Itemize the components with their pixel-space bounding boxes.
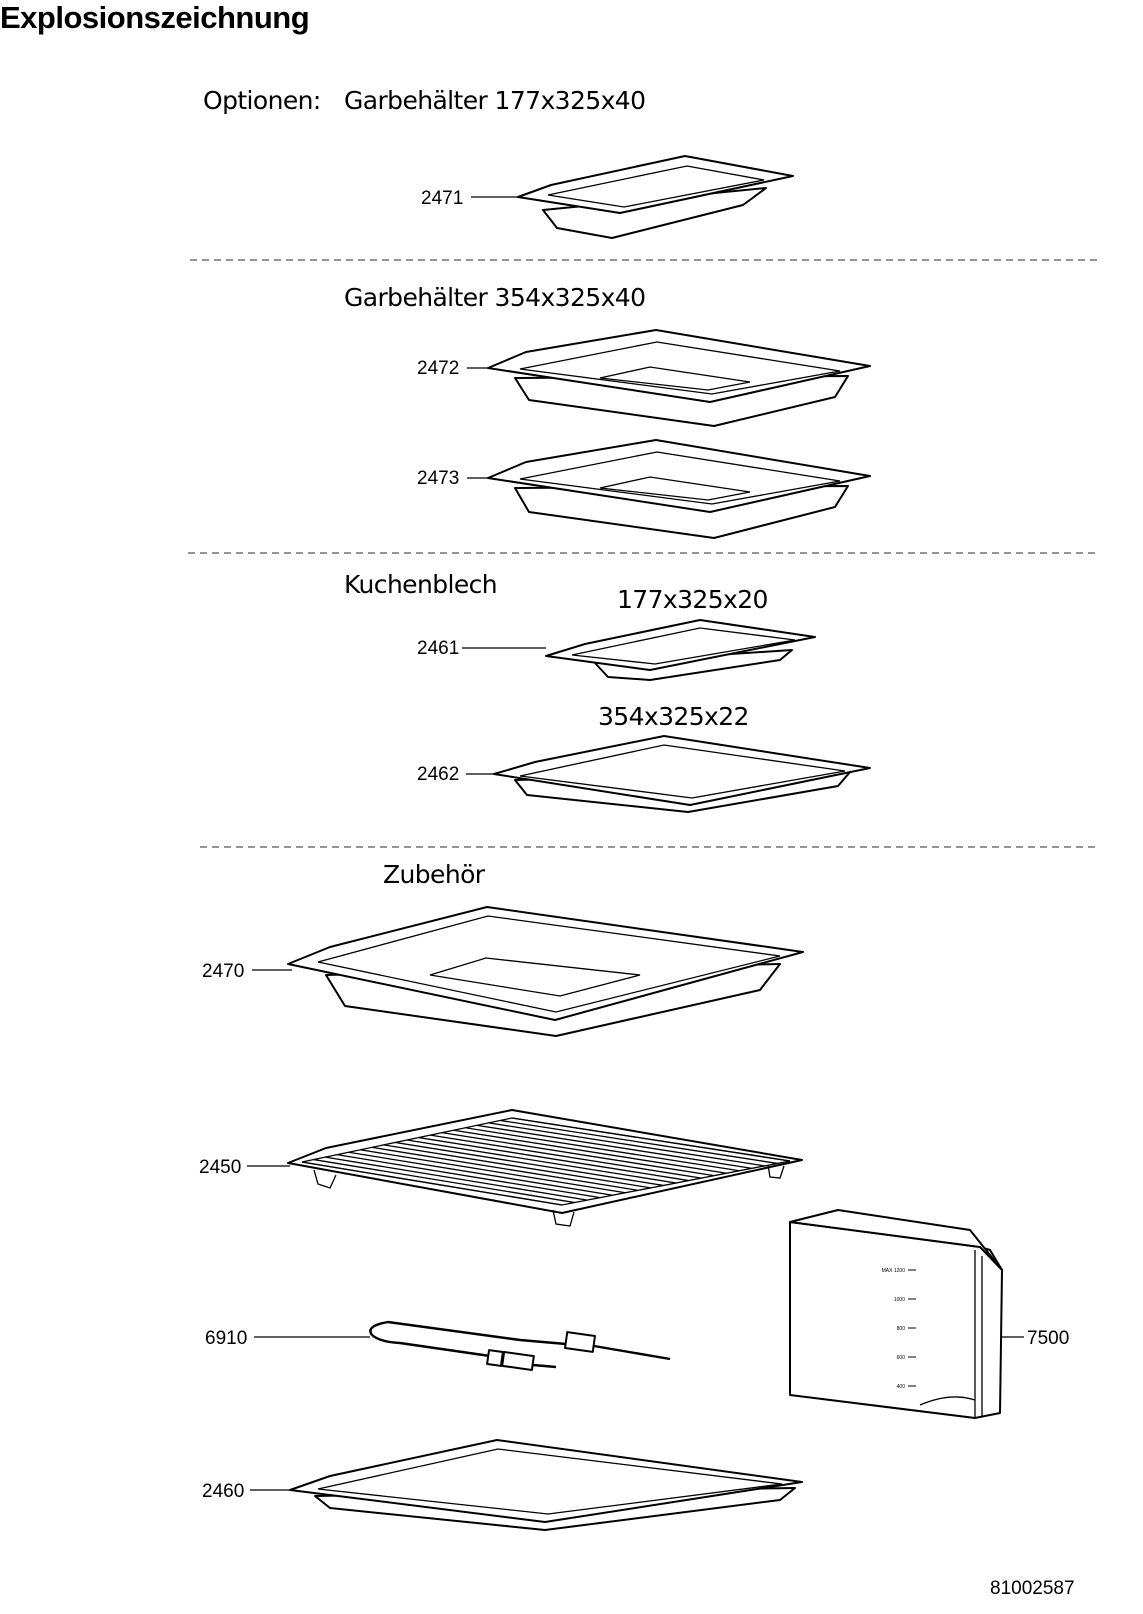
kuchenblech-size-large: 354x325x22 [598,702,749,731]
grid-rib [511,1117,791,1162]
grid-rib [313,1158,575,1204]
tank-scale-label: 600 [897,1355,906,1361]
part-label-2472: 2472 [417,358,460,379]
garbehaelter-354-heading: Garbehälter 354x325x40 [344,283,646,312]
drawing-number: 81002587 [990,1578,1075,1599]
pan-2470 [252,906,804,1037]
water-tank-7500: MAX 1200 1000 800 600 400 [789,1209,1024,1419]
grid-rib [476,1124,753,1169]
part-label-6910: 6910 [205,1328,248,1349]
grid-rib [336,1154,601,1199]
grid-rib [371,1146,639,1191]
garbehaelter-177-heading: Garbehälter 177x325x40 [344,86,646,115]
tank-scale-label: MAX 1200 [882,1268,906,1274]
grid-rib [406,1139,677,1184]
kuchenblech-heading: Kuchenblech [344,570,498,599]
pan-2473 [467,439,871,539]
kuchenblech-size-small: 177x325x20 [617,585,768,614]
grid-rib [360,1149,626,1194]
grid-rib [465,1127,740,1172]
grid-rib [453,1129,727,1174]
optionen-label: Optionen: [203,86,321,115]
zubehoer-heading: Zubehör [383,860,485,889]
tray-2460 [250,1439,803,1531]
grid-rib [488,1122,765,1167]
tank-scale-label: 800 [897,1326,906,1332]
tray-2462 [466,735,871,813]
part-label-2460: 2460 [202,1481,245,1502]
grid-rib [441,1132,715,1177]
part-label-2473: 2473 [417,468,460,489]
grid-rib [325,1156,588,1201]
pan-2472 [467,329,871,427]
part-label-2462: 2462 [417,764,460,785]
page-title: Explosionszeichnung [0,0,310,35]
part-label-2461: 2461 [417,638,460,659]
part-label-7500: 7500 [1027,1328,1070,1349]
part-label-2470: 2470 [202,961,245,982]
pan-2471 [471,155,794,239]
tank-scale-label: 1000 [894,1297,905,1303]
tank-scale-label: 400 [897,1384,906,1390]
part-label-2450: 2450 [199,1157,242,1178]
grid-rib [348,1151,613,1196]
grid-rib [500,1119,778,1165]
wire-grid-2450 [247,1109,803,1227]
grid-rib [430,1134,702,1179]
grid-rib [395,1141,664,1187]
tray-2461 [462,619,816,681]
grid-rib [301,1161,563,1206]
core-probe-6910 [254,1320,671,1372]
grid-rib [383,1144,651,1189]
grid-rib [418,1136,689,1182]
part-label-2471: 2471 [421,188,464,209]
